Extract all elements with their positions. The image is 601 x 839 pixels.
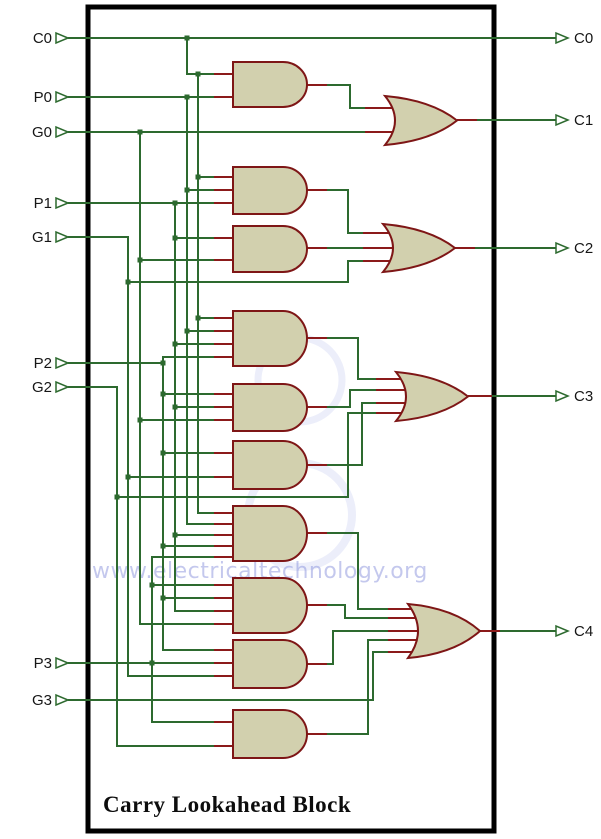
junction-dot bbox=[160, 450, 166, 456]
wire bbox=[151, 556, 214, 723]
wire bbox=[327, 604, 388, 619]
input-label-P1: P1 bbox=[34, 195, 52, 212]
junction-dot bbox=[172, 532, 178, 538]
wire bbox=[162, 356, 214, 651]
input-label-G2: G2 bbox=[32, 379, 52, 396]
or-c2-or-gate bbox=[380, 222, 457, 274]
junction-dot bbox=[195, 174, 201, 180]
junction-dot bbox=[184, 94, 190, 100]
junction-dot bbox=[149, 582, 155, 588]
input-port-P2 bbox=[55, 356, 70, 370]
wire bbox=[68, 651, 388, 701]
input-label-G3: G3 bbox=[32, 692, 52, 709]
output-label-C4: C4 bbox=[574, 623, 593, 640]
and-c4b-and-gate bbox=[232, 577, 308, 634]
junction-dot bbox=[114, 494, 120, 500]
junction-dot bbox=[160, 595, 166, 601]
input-port-C0 bbox=[55, 31, 70, 45]
wire bbox=[327, 189, 363, 234]
input-label-P3: P3 bbox=[34, 655, 52, 672]
output-port-C2 bbox=[555, 241, 570, 255]
wire bbox=[327, 402, 376, 466]
junction-dot bbox=[172, 200, 178, 206]
and-c3b-and-gate bbox=[232, 383, 308, 432]
output-port-C1 bbox=[555, 113, 570, 127]
junction-dot bbox=[125, 279, 131, 285]
input-port-G1 bbox=[55, 230, 70, 244]
or-c4-or-gate bbox=[405, 602, 482, 660]
junction-dot bbox=[184, 187, 190, 193]
junction-dot bbox=[195, 71, 201, 77]
wire bbox=[327, 84, 365, 109]
input-label-P0: P0 bbox=[34, 89, 52, 106]
output-label-C2: C2 bbox=[574, 240, 593, 257]
wire bbox=[186, 97, 214, 525]
or-c1-or-gate bbox=[382, 94, 459, 147]
block-border bbox=[85, 4, 497, 834]
wire bbox=[327, 630, 388, 665]
diagram-title: Carry Lookahead Block bbox=[103, 792, 351, 817]
input-label-G0: G0 bbox=[32, 124, 52, 141]
input-port-P1 bbox=[55, 196, 70, 210]
output-port-C0 bbox=[555, 31, 570, 45]
wire bbox=[327, 389, 376, 408]
input-label-G1: G1 bbox=[32, 229, 52, 246]
input-port-G0 bbox=[55, 125, 70, 139]
input-port-P3 bbox=[55, 656, 70, 670]
input-label-P2: P2 bbox=[34, 355, 52, 372]
input-port-G2 bbox=[55, 380, 70, 394]
junction-dot bbox=[137, 417, 143, 423]
wire bbox=[327, 639, 388, 735]
and-c4d-and-gate bbox=[232, 709, 308, 759]
junction-dot bbox=[137, 257, 143, 263]
junction-dot bbox=[125, 474, 131, 480]
and-c2b-and-gate bbox=[232, 225, 308, 273]
wire bbox=[139, 132, 214, 625]
junction-dot bbox=[172, 235, 178, 241]
output-port-C3 bbox=[555, 389, 570, 403]
wire bbox=[174, 203, 214, 612]
and-c3a-and-gate bbox=[232, 310, 308, 367]
junction-dot bbox=[160, 543, 166, 549]
junction-dot bbox=[172, 341, 178, 347]
and-c3c-and-gate bbox=[232, 440, 308, 490]
output-port-C4 bbox=[555, 624, 570, 638]
wire bbox=[68, 386, 214, 747]
and-c1-and-gate bbox=[232, 61, 308, 108]
output-label-C3: C3 bbox=[574, 388, 593, 405]
wire bbox=[327, 532, 388, 610]
input-port-P0 bbox=[55, 90, 70, 104]
junction-dot bbox=[184, 35, 190, 41]
junction-dot bbox=[137, 129, 143, 135]
input-label-C0: C0 bbox=[33, 30, 52, 47]
junction-dot bbox=[160, 391, 166, 397]
wire bbox=[68, 236, 214, 677]
wire bbox=[186, 38, 214, 75]
output-label-C1: C1 bbox=[574, 112, 593, 129]
junction-dot bbox=[149, 660, 155, 666]
and-c2a-and-gate bbox=[232, 166, 308, 215]
wire bbox=[327, 337, 376, 380]
and-c4a-and-gate bbox=[232, 505, 308, 562]
junction-dot bbox=[172, 404, 178, 410]
junction-dot bbox=[160, 360, 166, 366]
wire bbox=[197, 74, 214, 514]
wire bbox=[128, 260, 363, 283]
junction-dot bbox=[195, 315, 201, 321]
or-c3-or-gate bbox=[393, 370, 470, 423]
and-c4c-and-gate bbox=[232, 639, 308, 689]
output-label-C0: C0 bbox=[574, 30, 593, 47]
junction-dot bbox=[184, 328, 190, 334]
input-port-G3 bbox=[55, 693, 70, 707]
